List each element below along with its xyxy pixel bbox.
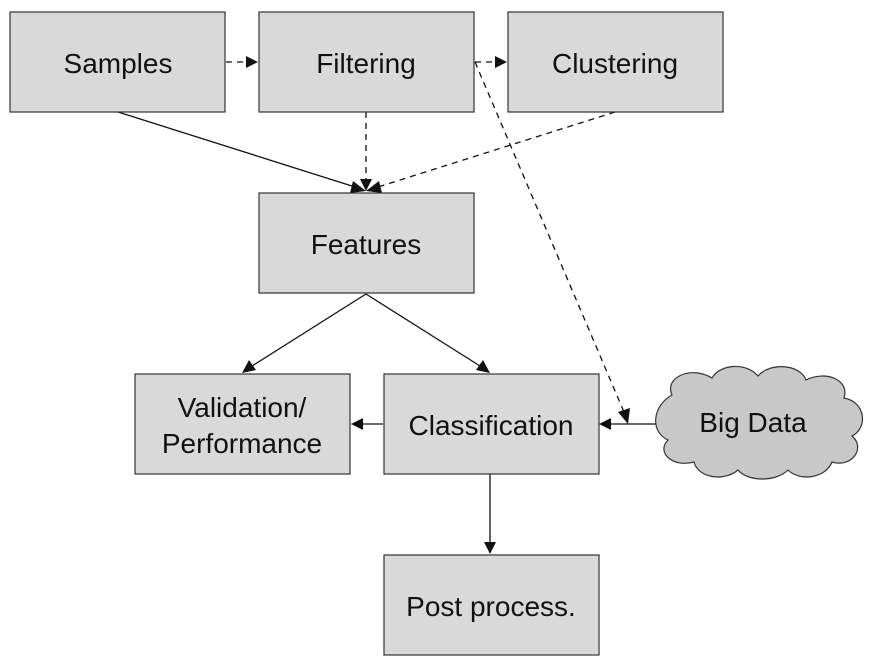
edge-classification-to-validation <box>351 418 383 430</box>
node-post-process: Post process. <box>383 554 600 656</box>
node-big-data-label: Big Data <box>699 407 807 438</box>
edge-clustering-to-features <box>366 111 616 193</box>
node-features-label: Features <box>311 229 422 260</box>
node-filtering-label: Filtering <box>316 48 416 79</box>
node-validation-label-line2: Performance <box>162 428 322 459</box>
node-clustering: Clustering <box>507 11 724 113</box>
edges <box>117 56 656 554</box>
node-features: Features <box>258 192 475 294</box>
node-clustering-label: Clustering <box>552 48 678 79</box>
node-post-process-label: Post process. <box>406 591 576 622</box>
node-big-data-cloud: Big Data <box>655 365 864 480</box>
edge-filtering-to-features <box>360 112 372 191</box>
node-classification-label: Classification <box>409 410 574 441</box>
edge-samples-to-filtering <box>226 56 258 68</box>
edge-filtering-to-classification <box>474 61 630 424</box>
edge-features-to-validation <box>242 293 367 373</box>
node-classification: Classification <box>383 373 600 475</box>
edge-samples-to-features <box>117 111 366 193</box>
node-validation-label-line1: Validation/ <box>178 392 307 423</box>
node-validation-performance: Validation/ Performance <box>134 373 351 475</box>
edge-classification-to-postprocess <box>484 474 496 554</box>
edge-filtering-to-clustering <box>475 56 507 68</box>
node-samples-label: Samples <box>64 48 173 79</box>
node-filtering: Filtering <box>258 11 475 113</box>
node-samples: Samples <box>9 11 226 113</box>
edge-features-to-classification <box>365 293 490 373</box>
edge-bigdata-to-classification <box>599 418 656 430</box>
